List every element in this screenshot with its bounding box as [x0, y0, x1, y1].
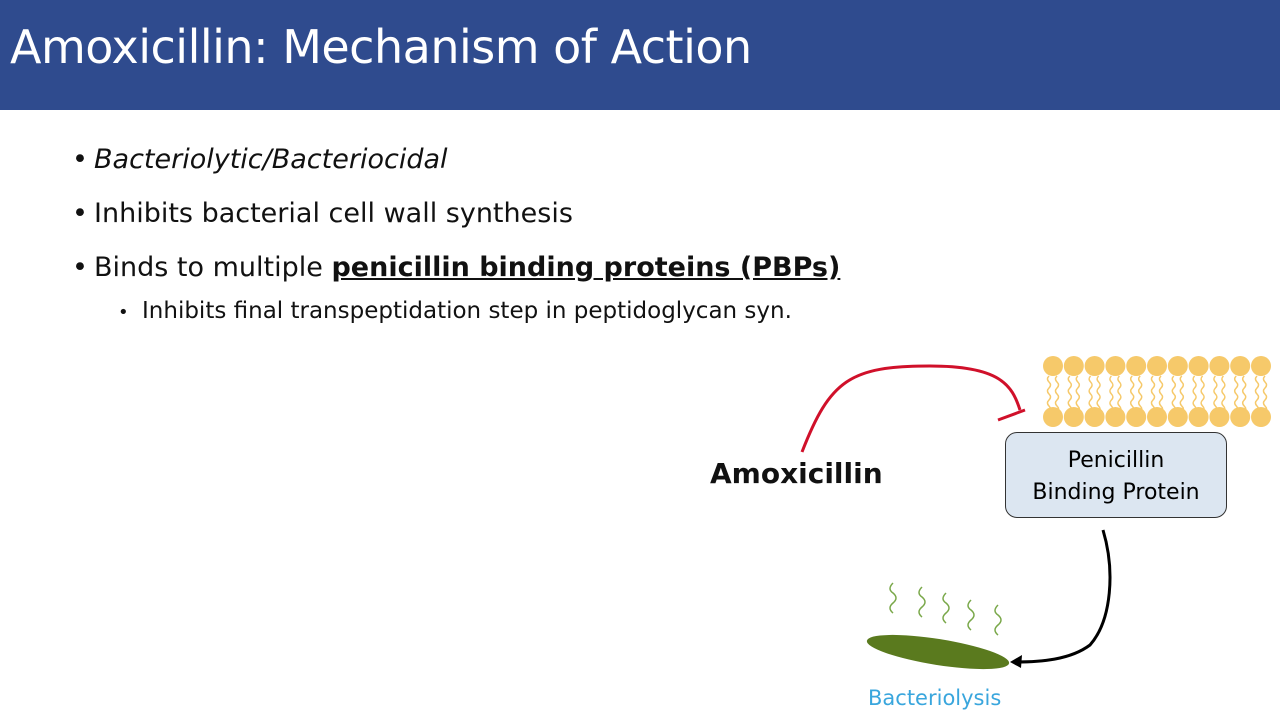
bullet-1: •Bacteriolytic/Bacteriocidal: [72, 144, 448, 175]
pbp-label-line2: Binding Protein: [1032, 480, 1200, 505]
drug-label: Amoxicillin: [710, 457, 883, 490]
outcome-label: Bacteriolysis: [868, 686, 1002, 710]
sub-bullet-text: Inhibits final transpeptidation step in …: [142, 298, 792, 324]
arrowhead: [1010, 655, 1022, 668]
pbp-label-line1: Penicillin: [1067, 448, 1165, 473]
bullet-text: Binds to multiple: [94, 252, 332, 283]
bullet-3: •Binds to multiple penicillin binding pr…: [72, 252, 841, 283]
pbp-box: Penicillin Binding Protein: [1005, 432, 1227, 518]
slide-title: Amoxicillin: Mechanism of Action: [10, 20, 752, 74]
cell-membrane-icon: [1043, 356, 1271, 427]
bullet-2: •Inhibits bacterial cell wall synthesis: [72, 198, 573, 229]
inhibition-arrow: [800, 364, 1022, 453]
sub-bullet-1: •Inhibits final transpeptidation step in…: [118, 298, 792, 324]
lysis-waves-icon: [889, 582, 1002, 636]
outcome-arrow: [1015, 529, 1112, 664]
bacterium-icon: [866, 634, 1010, 670]
bullet-text: Inhibits bacterial cell wall synthesis: [94, 198, 573, 229]
bullet-text: Bacteriolytic/Bacteriocidal: [94, 144, 448, 175]
inhibition-bar: [997, 408, 1026, 422]
title-bar: Amoxicillin: Mechanism of Action: [0, 0, 1280, 110]
bullet-emphasis: penicillin binding proteins (PBPs): [331, 252, 841, 283]
